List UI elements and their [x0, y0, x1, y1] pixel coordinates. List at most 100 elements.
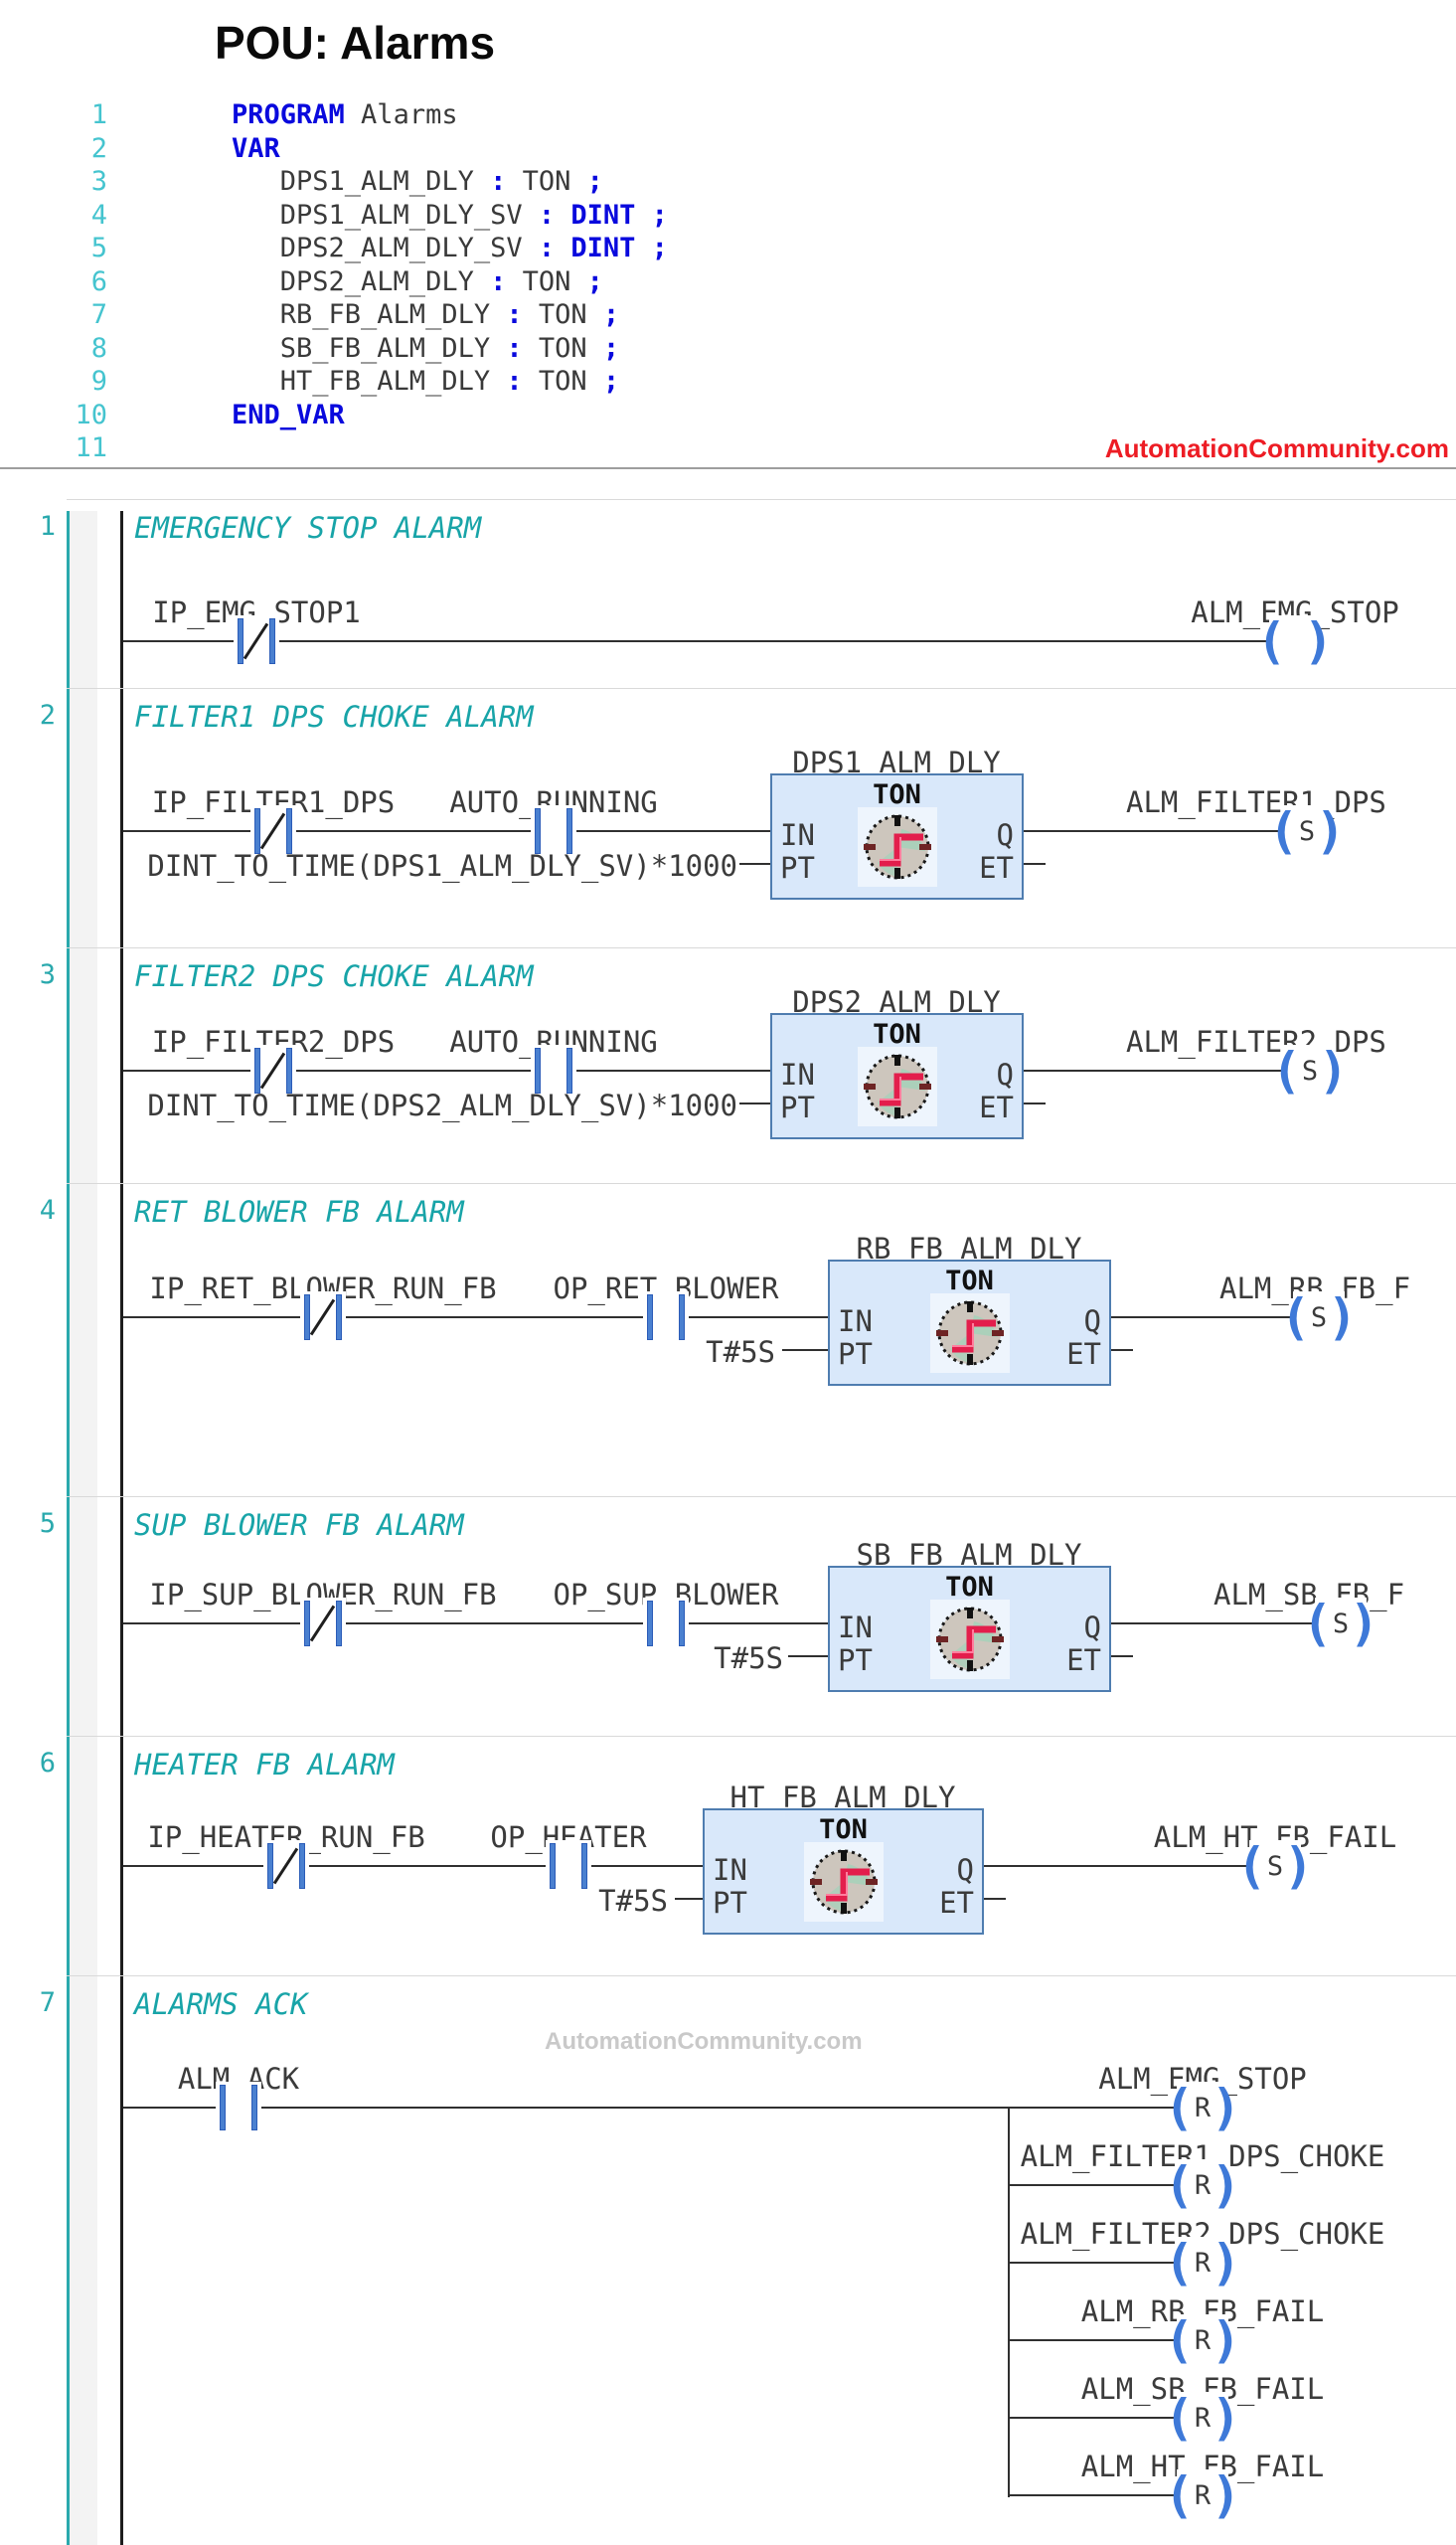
wire [984, 1865, 1249, 1867]
port-et: ET [979, 851, 1014, 885]
nc-contact[interactable] [250, 1045, 296, 1097]
contact-bar [336, 1294, 342, 1340]
nc-contact[interactable] [250, 805, 296, 857]
ton-type-label: TON [873, 779, 921, 810]
nc-contact[interactable] [300, 1291, 346, 1343]
nc-slash [309, 1605, 336, 1642]
no-contact[interactable] [643, 1291, 689, 1343]
pt-expression[interactable]: T#5S [598, 1884, 668, 1918]
nc-contact[interactable] [234, 615, 279, 667]
no-contact[interactable] [546, 1840, 591, 1892]
contact-bar [267, 1843, 273, 1889]
set-coil[interactable]: (S) [1280, 1291, 1358, 1343]
rung-number[interactable]: 1 [39, 511, 56, 542]
contact-bar [286, 1048, 292, 1094]
wire [1024, 830, 1281, 832]
set-coil[interactable]: (S) [1271, 1045, 1349, 1097]
rung-separator [67, 1736, 1456, 1737]
coil-paren: ) [1315, 802, 1346, 860]
output-coil[interactable]: () [1256, 615, 1334, 667]
coil-label: ALM_SB_FB_F [1213, 1578, 1405, 1612]
wire [123, 1316, 828, 1318]
rung-number[interactable]: 2 [39, 700, 56, 731]
wire [123, 2107, 1177, 2109]
no-contact[interactable] [216, 2082, 261, 2133]
code-line: DPS2_ALM_DLY_SV : DINT ; [232, 233, 668, 263]
line-number: 2 [90, 133, 107, 164]
pt-expression[interactable]: DINT_TO_TIME(DPS2_ALM_DLY_SV)*1000 [147, 1089, 737, 1122]
type-name: TON [538, 366, 587, 397]
colon: : [473, 166, 523, 197]
colon: : [490, 366, 539, 397]
ton-block[interactable]: TON IN PT Q ET [828, 1566, 1111, 1692]
ton-type-label: TON [819, 1814, 868, 1845]
semicolon: ; [586, 366, 620, 397]
coil-operator: S [1310, 1301, 1328, 1333]
set-coil[interactable]: (S) [1268, 805, 1346, 857]
rung-number[interactable]: 5 [39, 1508, 56, 1539]
semicolon: ; [586, 333, 620, 364]
contact-bar [286, 808, 292, 854]
timer-clock-icon [930, 1600, 1010, 1679]
code-line: PROGRAM Alarms [232, 99, 458, 130]
keyword: PROGRAM [232, 99, 345, 130]
contact-bar [535, 808, 541, 854]
ton-block[interactable]: TON IN PT Q ET [770, 773, 1024, 900]
contact-bar [679, 1294, 685, 1340]
reset-coil[interactable]: (R) [1164, 2469, 1241, 2521]
ton-block[interactable]: TON IN PT Q ET [828, 1260, 1111, 1386]
ton-block[interactable]: TON IN PT Q ET [703, 1808, 984, 1935]
wire [123, 830, 770, 832]
contact-bar [299, 1843, 305, 1889]
pt-expression[interactable]: T#5S [706, 1335, 775, 1369]
timer-clock-icon [858, 1047, 937, 1126]
nc-contact[interactable] [263, 1840, 309, 1892]
variable-name: SB_FB_ALM_DLY [232, 333, 491, 364]
semicolon: ; [635, 200, 668, 231]
ton-block[interactable]: TON IN PT Q ET [770, 1013, 1024, 1139]
reset-coil[interactable]: (R) [1164, 2314, 1241, 2366]
wire [1008, 2494, 1177, 2496]
contact-bar [304, 1601, 310, 1646]
reset-coil[interactable]: (R) [1164, 2159, 1241, 2211]
rung-separator [67, 688, 1456, 689]
semicolon: ; [635, 233, 668, 263]
no-contact[interactable] [643, 1598, 689, 1649]
coil-operator: R [1194, 2324, 1212, 2356]
rung-number[interactable]: 7 [39, 1987, 56, 2018]
reset-coil[interactable]: (R) [1164, 2392, 1241, 2444]
no-contact[interactable] [531, 805, 576, 857]
port-in: IN [838, 1304, 873, 1338]
type-name: TON [522, 266, 571, 297]
rung-separator [67, 947, 1456, 948]
set-coil[interactable]: (S) [1302, 1598, 1379, 1649]
code-line: SB_FB_ALM_DLY : TON ; [232, 333, 619, 364]
reset-coil[interactable]: (R) [1164, 2082, 1241, 2133]
wire [1024, 1103, 1046, 1104]
coil-paren: ( [1164, 2234, 1195, 2291]
port-pt: PT [780, 851, 815, 885]
wire [782, 1349, 828, 1351]
wire [1008, 2184, 1177, 2186]
port-et: ET [979, 1091, 1014, 1124]
port-q: Q [1083, 1611, 1101, 1644]
no-contact[interactable] [531, 1045, 576, 1097]
set-coil[interactable]: (S) [1236, 1840, 1314, 1892]
contact-bar [254, 808, 260, 854]
type-name: DINT [570, 233, 636, 263]
code-line: DPS1_ALM_DLY : TON ; [232, 166, 603, 197]
rung-number[interactable]: 4 [39, 1195, 56, 1226]
wire [1024, 863, 1046, 865]
rung-number[interactable]: 6 [39, 1748, 56, 1779]
pt-expression[interactable]: DINT_TO_TIME(DPS1_ALM_DLY_SV)*1000 [147, 849, 737, 883]
reset-coil[interactable]: (R) [1164, 2237, 1241, 2289]
pt-expression[interactable]: T#5S [714, 1641, 783, 1675]
coil-paren: ) [1211, 2389, 1241, 2447]
rung-number[interactable]: 3 [39, 959, 56, 990]
rung-comment: FILTER2 DPS CHOKE ALARM [134, 959, 534, 993]
nc-contact[interactable] [300, 1598, 346, 1649]
contact-bar [647, 1294, 653, 1340]
contact-bar [566, 1048, 572, 1094]
line-number: 10 [75, 400, 107, 430]
contact-bar [535, 1048, 541, 1094]
